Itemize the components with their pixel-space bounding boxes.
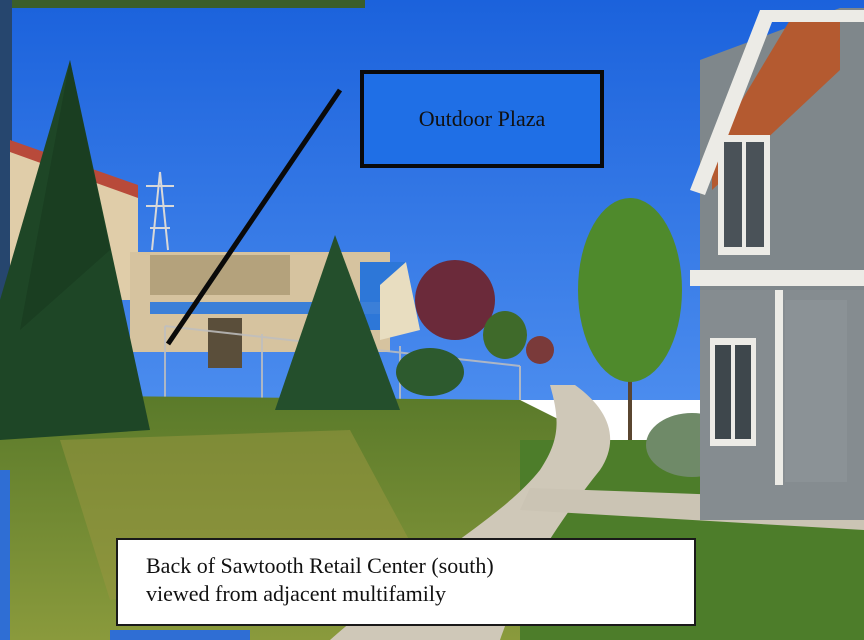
retail-wall-dark — [150, 255, 290, 295]
garage-door — [785, 300, 847, 482]
photo-caption: Back of Sawtooth Retail Center (south) v… — [116, 538, 696, 626]
retail-gable — [380, 262, 420, 340]
window-lower-glass — [715, 345, 731, 439]
window-upper-glass — [746, 142, 764, 247]
spruce-shadow — [20, 60, 110, 330]
window-upper-glass — [724, 142, 742, 247]
power-tower — [146, 171, 174, 251]
tree-distant — [526, 336, 554, 364]
caption-line-2: viewed from adjacent multifamily — [146, 581, 446, 606]
photo-edge — [0, 470, 10, 640]
window-lower-glass — [735, 345, 751, 439]
shrub — [396, 348, 464, 396]
roof-trim — [690, 10, 864, 195]
spruce-tree-center — [275, 235, 400, 410]
house-trim-band — [690, 270, 864, 286]
tree-distant — [483, 311, 527, 359]
young-tree — [578, 198, 682, 382]
retail-door — [208, 318, 242, 368]
caption-line-1: Back of Sawtooth Retail Center (south) — [146, 553, 494, 578]
outdoor-plaza-label: Outdoor Plaza — [418, 106, 546, 131]
outdoor-plaza-callout: Outdoor Plaza — [360, 70, 604, 168]
tree-trunk — [628, 360, 632, 440]
house-column — [775, 290, 783, 485]
photo-edge — [110, 630, 250, 640]
maple-tree — [415, 260, 495, 340]
photo-edge — [0, 0, 365, 8]
callout-pointer — [165, 88, 343, 346]
